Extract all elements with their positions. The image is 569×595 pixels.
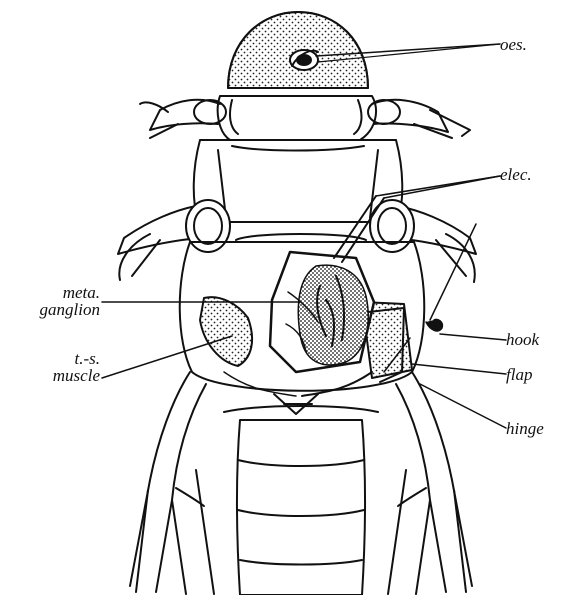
foreleg-right (372, 100, 448, 132)
label-hook: hook (506, 331, 539, 348)
label-hinge: hinge (506, 420, 544, 437)
label-elec: elec. (500, 166, 532, 183)
label-ts-muscle-line1: t.-s. (14, 350, 100, 367)
ts-muscle-left (200, 297, 252, 366)
furca (274, 394, 318, 414)
label-ts-muscle-line2: muscle (14, 367, 100, 384)
label-flap: flap (506, 366, 532, 383)
label-meta-ganglion-line2: ganglion (14, 301, 100, 318)
prothorax (218, 96, 376, 140)
abdomen (237, 420, 365, 595)
hook (426, 319, 442, 330)
label-oes: oes. (500, 36, 527, 53)
foreleg-left (150, 100, 220, 130)
label-meta-ganglion-line1: meta. (14, 284, 100, 301)
